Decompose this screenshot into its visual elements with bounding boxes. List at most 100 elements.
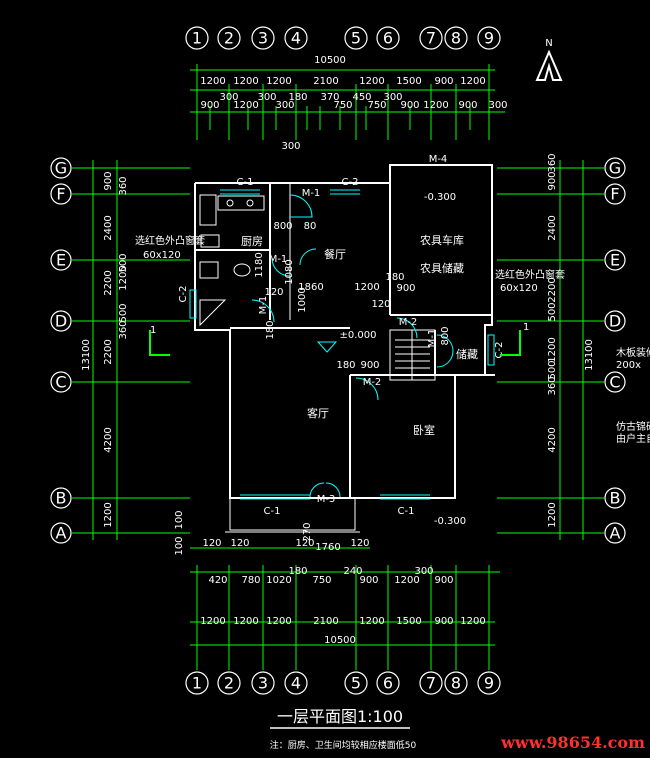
svg-text:1200: 1200 bbox=[266, 616, 291, 627]
svg-text:选红色外凸窗套: 选红色外凸窗套 bbox=[135, 234, 205, 247]
svg-text:C-2: C-2 bbox=[494, 342, 505, 359]
svg-text:900: 900 bbox=[200, 100, 219, 111]
svg-text:13100: 13100 bbox=[584, 339, 595, 371]
room-kitchen: 厨房 bbox=[241, 235, 263, 248]
svg-text:A: A bbox=[610, 524, 621, 543]
watermark-text: www.98654.com bbox=[500, 733, 645, 752]
svg-text:1200: 1200 bbox=[233, 76, 258, 87]
room-dining: 餐厅 bbox=[324, 247, 346, 261]
svg-text:1200: 1200 bbox=[394, 575, 419, 586]
grid-bubble-7-bottom: 7 bbox=[419, 671, 443, 695]
svg-text:F: F bbox=[56, 185, 65, 204]
svg-text:180: 180 bbox=[288, 566, 307, 577]
svg-text:200x: 200x bbox=[616, 360, 641, 371]
svg-text:M-1: M-1 bbox=[269, 254, 288, 265]
svg-text:300: 300 bbox=[257, 92, 276, 103]
svg-text:420: 420 bbox=[208, 575, 227, 586]
room-bedroom: 卧室 bbox=[413, 423, 435, 437]
svg-text:900: 900 bbox=[400, 100, 419, 111]
drawing-note: 注：厨房、卫生间均较相应楼面低50 bbox=[270, 739, 417, 751]
svg-text:80: 80 bbox=[304, 221, 317, 232]
staircase bbox=[395, 330, 430, 380]
svg-text:1500: 1500 bbox=[396, 76, 421, 87]
svg-text:800: 800 bbox=[273, 221, 292, 232]
svg-text:300: 300 bbox=[219, 92, 238, 103]
svg-text:B: B bbox=[610, 489, 621, 508]
svg-text:2: 2 bbox=[224, 29, 234, 48]
svg-text:N: N bbox=[545, 38, 552, 49]
grid-bubble-D-left: D bbox=[50, 310, 72, 332]
svg-text:6: 6 bbox=[383, 29, 393, 48]
svg-text:900: 900 bbox=[434, 76, 453, 87]
grid-bubble-6-bottom: 6 bbox=[376, 671, 400, 695]
svg-text:180: 180 bbox=[265, 320, 276, 339]
svg-text:240: 240 bbox=[343, 566, 362, 577]
grid-bubble-F-right: F bbox=[604, 183, 626, 205]
grid-bubble-3: 3 bbox=[251, 26, 275, 50]
svg-text:120: 120 bbox=[295, 538, 314, 549]
svg-text:900: 900 bbox=[434, 616, 453, 627]
svg-text:900: 900 bbox=[359, 575, 378, 586]
svg-text:300: 300 bbox=[275, 100, 294, 111]
svg-text:M-4: M-4 bbox=[429, 154, 448, 165]
svg-text:3: 3 bbox=[258, 29, 268, 48]
svg-text:2200: 2200 bbox=[103, 339, 114, 364]
svg-text:120: 120 bbox=[202, 538, 221, 549]
svg-text:1: 1 bbox=[192, 674, 202, 693]
svg-text:360: 360 bbox=[118, 320, 129, 339]
svg-text:1200: 1200 bbox=[354, 282, 379, 293]
svg-text:500: 500 bbox=[547, 360, 558, 379]
svg-text:C: C bbox=[55, 373, 66, 392]
svg-text:1200: 1200 bbox=[423, 100, 448, 111]
grid-bubble-B-left: B bbox=[50, 487, 72, 509]
svg-text:D: D bbox=[609, 312, 621, 331]
svg-text:9: 9 bbox=[484, 674, 494, 693]
svg-text:由户主自: 由户主自 bbox=[616, 432, 650, 445]
grid-bubble-9: 9 bbox=[477, 26, 501, 50]
grid-bubble-E-left: E bbox=[50, 249, 72, 271]
svg-text:500: 500 bbox=[118, 303, 129, 322]
svg-text:750: 750 bbox=[312, 575, 331, 586]
svg-text:G: G bbox=[609, 159, 621, 178]
svg-text:5: 5 bbox=[351, 29, 361, 48]
room-farm-storage: 农具储藏 bbox=[420, 261, 464, 275]
svg-text:1200: 1200 bbox=[359, 76, 384, 87]
svg-text:M-2: M-2 bbox=[363, 377, 382, 388]
svg-text:仿古锦砖: 仿古锦砖 bbox=[616, 420, 650, 433]
grid-bubble-C-right: C bbox=[604, 371, 626, 393]
svg-text:10500: 10500 bbox=[314, 55, 346, 66]
svg-text:750: 750 bbox=[367, 100, 386, 111]
svg-text:500: 500 bbox=[547, 302, 558, 321]
svg-text:M-1: M-1 bbox=[427, 329, 438, 348]
grid-bubble-1: 1 bbox=[185, 26, 209, 50]
grid-bubble-4: 4 bbox=[284, 26, 308, 50]
svg-text:120: 120 bbox=[371, 299, 390, 310]
svg-text:F: F bbox=[610, 185, 619, 204]
svg-text:M-1: M-1 bbox=[258, 296, 269, 315]
north-arrow: N bbox=[535, 38, 563, 81]
grid-bubble-4-bottom: 4 bbox=[284, 671, 308, 695]
bottom-dimensions: 120 120 120 1760 120 420 780 1020 180 75… bbox=[190, 538, 500, 670]
svg-text:C: C bbox=[609, 373, 620, 392]
svg-text:750: 750 bbox=[333, 100, 352, 111]
svg-text:4: 4 bbox=[291, 674, 301, 693]
room-garage: 农具车库 bbox=[420, 233, 464, 247]
top-grid-bubbles: 1 2 3 4 5 6 7 8 9 bbox=[185, 26, 501, 50]
svg-text:900: 900 bbox=[360, 360, 379, 371]
svg-text:1000: 1000 bbox=[297, 287, 308, 312]
svg-text:180: 180 bbox=[336, 360, 355, 371]
svg-text:木板装修: 木板装修 bbox=[616, 346, 650, 359]
svg-text:450: 450 bbox=[352, 92, 371, 103]
svg-text:60x120: 60x120 bbox=[143, 250, 181, 261]
svg-text:1760: 1760 bbox=[315, 542, 340, 553]
svg-text:M-3: M-3 bbox=[317, 494, 336, 505]
svg-text:1080: 1080 bbox=[284, 259, 295, 284]
svg-text:100: 100 bbox=[174, 536, 185, 555]
grid-bubble-2: 2 bbox=[217, 26, 241, 50]
building-walls bbox=[194, 164, 495, 533]
left-grid-bubbles: G F E D C B A bbox=[50, 157, 72, 544]
grid-bubble-G-right: G bbox=[604, 157, 626, 179]
grid-bubble-1-bottom: 1 bbox=[185, 671, 209, 695]
svg-text:6: 6 bbox=[383, 674, 393, 693]
